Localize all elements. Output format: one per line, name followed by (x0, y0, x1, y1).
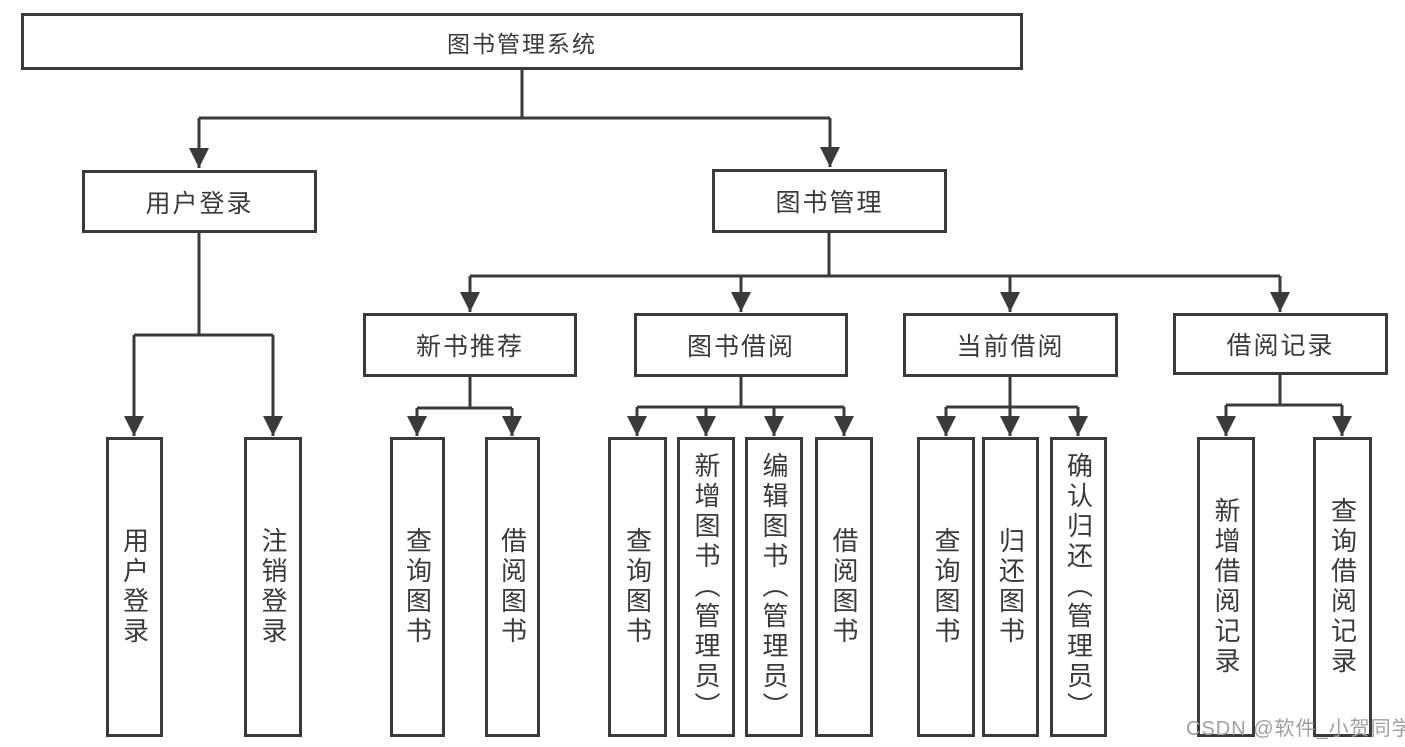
leaf-add-borrow-record: 新增借阅记录 (1197, 437, 1255, 737)
leaf-query-borrow-record: 查询借阅记录 (1313, 437, 1372, 737)
leaf-edit-books-admin: 编辑图书（管理员） (745, 437, 803, 737)
leaf-borrow-books-newrec: 借阅图书 (485, 437, 540, 737)
leaf-return-books: 归还图书 (982, 437, 1039, 737)
node-new-book-recommendation: 新书推荐 (363, 313, 577, 377)
leaf-query-books-newrec: 查询图书 (390, 437, 445, 737)
node-book-borrowing: 图书借阅 (634, 313, 848, 377)
leaf-borrow-books-borrowing: 借阅图书 (815, 437, 873, 737)
node-user-login: 用户登录 (82, 170, 317, 233)
node-borrowing-records: 借阅记录 (1173, 313, 1388, 375)
node-current-borrowing: 当前借阅 (903, 313, 1118, 377)
watermark-csdn: CSDN @软件_小贺同学 (1186, 718, 1405, 740)
leaf-confirm-return-admin: 确认归还（管理员） (1050, 437, 1107, 737)
leaf-add-books-admin: 新增图书（管理员） (677, 437, 735, 737)
node-book-management: 图书管理 (712, 169, 947, 233)
leaf-query-books-current: 查询图书 (917, 437, 975, 737)
leaf-user-login: 用户登录 (106, 437, 163, 737)
node-root: 图书管理系统 (21, 13, 1023, 70)
leaf-logout-login: 注销登录 (244, 437, 302, 737)
leaf-query-books-borrowing: 查询图书 (608, 437, 667, 737)
